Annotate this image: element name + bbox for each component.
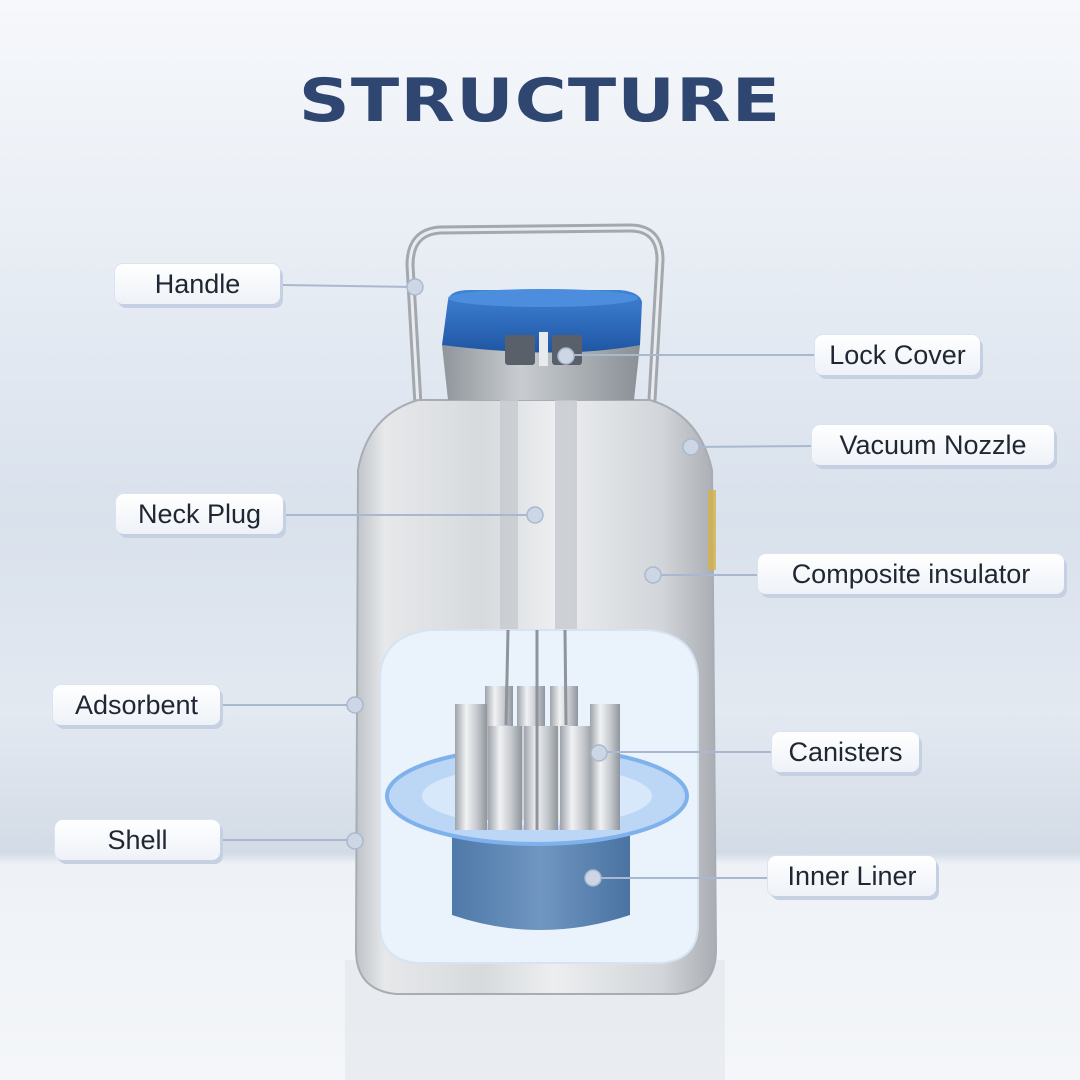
inner-liner-graphic — [452, 820, 630, 930]
marker-dot — [557, 347, 575, 365]
label-handle: Handle — [115, 264, 280, 304]
label-inner-liner: Inner Liner — [768, 856, 936, 896]
canister — [488, 726, 522, 830]
label-adsorbent: Adsorbent — [53, 685, 220, 725]
canister — [455, 704, 487, 830]
marker-dot — [346, 696, 364, 714]
label-canisters: Canisters — [772, 732, 919, 772]
marker-dot — [406, 278, 424, 296]
label-lock-cover: Lock Cover — [815, 335, 980, 375]
canister — [590, 704, 620, 830]
label-vacuum-nozzle: Vacuum Nozzle — [812, 425, 1054, 465]
marker-dot — [584, 869, 602, 887]
label-neck-plug: Neck Plug — [116, 494, 283, 534]
marker-dot — [644, 566, 662, 584]
marker-dot — [346, 832, 364, 850]
canister — [560, 726, 594, 830]
marker-dot — [526, 506, 544, 524]
label-composite-insulator: Composite insulator — [758, 554, 1064, 594]
page-title: STRUCTURE — [298, 66, 782, 136]
marker-dot — [590, 744, 608, 762]
canister — [524, 726, 558, 830]
label-shell: Shell — [55, 820, 220, 860]
leader-lines — [222, 284, 818, 879]
marker-dot — [682, 438, 700, 456]
